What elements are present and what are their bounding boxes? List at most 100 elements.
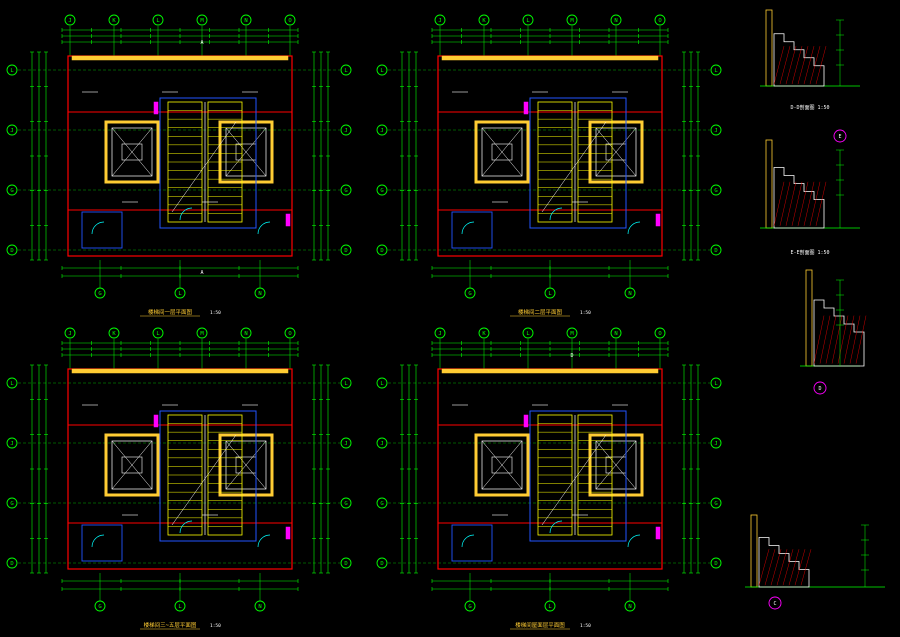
column-axis-bubble (108, 14, 120, 26)
row-axis-bubble-left (6, 184, 18, 196)
row-axis-bubble-right (340, 184, 352, 196)
detail-hatch (791, 46, 803, 85)
row-axis-bubble-right-tag: L (714, 381, 718, 387)
column-axis-bubble-tag: K (112, 331, 116, 337)
section-detail-1: D-D剖面图 1:50 (760, 9, 860, 111)
magenta-marker (285, 213, 291, 227)
stair-direction-arrow (171, 121, 237, 213)
bottom-axis-bubble (544, 287, 556, 299)
row-axis-bubble-right-tag: L (344, 68, 348, 74)
column-axis-bubble-tag: L (156, 18, 160, 24)
elevator-car (225, 127, 267, 177)
column-axis-bubble-tag: O (658, 331, 661, 337)
row-axis-bubble-right-tag: D (714, 248, 717, 254)
detail-hatch (764, 549, 776, 586)
detail-hatch (803, 46, 815, 85)
column-axis-bubble (522, 327, 534, 339)
detail-hatch (855, 315, 867, 364)
detail-hatch (773, 181, 785, 226)
detail-hatch (809, 46, 821, 85)
detail-hatch (849, 315, 861, 364)
section-marker: A (200, 40, 203, 46)
detail-index-tag: D (818, 386, 821, 392)
row-axis-bubble-left-tag: D (10, 248, 13, 254)
column-axis-bubble-tag: J (68, 18, 71, 24)
column-axis-bubble (284, 14, 296, 26)
detail-hatch (791, 181, 803, 226)
elevator-cross (595, 127, 637, 177)
column-axis-bubble (152, 327, 164, 339)
elevator-cross (225, 440, 267, 490)
bottom-axis-bubble (544, 600, 556, 612)
row-axis-bubble-left (6, 124, 18, 136)
detail-stair-profile (773, 167, 825, 229)
detail-index-bubble (833, 129, 847, 143)
plan-scale: 1:50 (210, 623, 221, 629)
row-axis-bubble-left (376, 377, 388, 389)
detail-stair-profile (758, 537, 810, 588)
row-axis-bubble-right-tag: J (714, 128, 717, 134)
bottom-axis-bubble-tag: G (98, 604, 101, 610)
elevator-core-box (121, 143, 143, 161)
elevator-car (595, 127, 637, 177)
door-swing (91, 221, 105, 235)
bottom-axis-bubble-tag: G (468, 604, 471, 610)
row-axis-bubble-left (376, 64, 388, 76)
column-axis-bubble (434, 14, 446, 26)
wall-fill-top (441, 55, 659, 61)
plan-caption: 楼梯间二层平面图 (518, 308, 563, 316)
elevator-cross (595, 440, 637, 490)
row-axis-bubble-right-tag: L (344, 381, 348, 387)
elevator-shaft-wall (588, 433, 644, 497)
section-detail-3: D (800, 269, 867, 395)
column-axis-bubble-tag: L (526, 331, 530, 337)
detail-stair-profile (773, 33, 825, 87)
column-axis-bubble (196, 327, 208, 339)
door-swing (179, 207, 193, 221)
bottom-axis-bubble-tag: G (98, 291, 101, 297)
elevator-shaft-wall (218, 120, 274, 184)
column-axis-bubble (566, 14, 578, 26)
row-axis-bubble-right-tag: D (344, 248, 347, 254)
column-axis-bubble-tag: M (570, 331, 574, 337)
row-axis-bubble-left-tag: J (380, 128, 383, 134)
detail-hatch (788, 549, 800, 586)
row-axis-bubble-left (6, 377, 18, 389)
bottom-axis-bubble (174, 600, 186, 612)
row-axis-bubble-right (710, 557, 722, 569)
column-axis-bubble (108, 327, 120, 339)
column-axis-bubble (654, 14, 666, 26)
detail-stair-profile (813, 299, 865, 367)
column-axis-bubble (240, 327, 252, 339)
elevator-cross (111, 440, 153, 490)
column-axis-bubble (434, 327, 446, 339)
detail-hatch (797, 46, 809, 85)
detail-hatch (785, 181, 797, 226)
column-axis-bubble-tag: N (614, 18, 617, 24)
door-swing (549, 520, 563, 534)
magenta-marker (285, 526, 291, 540)
column-axis-bubble (240, 14, 252, 26)
bottom-axis-bubble-tag: N (628, 291, 631, 297)
row-axis-bubble-left-tag: G (380, 501, 383, 507)
detail-hatch (809, 181, 821, 226)
column-axis-bubble-tag: K (482, 18, 486, 24)
detail-hatch (779, 46, 791, 85)
plan-caption: 楼梯间一层平面图 (148, 308, 193, 316)
stairwell-structure (529, 410, 627, 542)
row-axis-bubble-left-tag: L (380, 381, 384, 387)
wall-fill-top (441, 368, 659, 374)
column-axis-bubble (284, 327, 296, 339)
plan-caption: 楼梯间三~五层平面图 (144, 621, 197, 629)
column-axis-bubble (654, 327, 666, 339)
row-axis-bubble-left-tag: G (10, 188, 13, 194)
magenta-marker (655, 213, 661, 227)
row-axis-bubble-left-tag: L (380, 68, 384, 74)
row-axis-bubble-left-tag: G (10, 501, 13, 507)
column-axis-bubble-tag: N (244, 18, 247, 24)
row-axis-bubble-left (376, 244, 388, 256)
column-axis-bubble-tag: O (288, 331, 291, 337)
bottom-axis-bubble-tag: N (258, 291, 261, 297)
